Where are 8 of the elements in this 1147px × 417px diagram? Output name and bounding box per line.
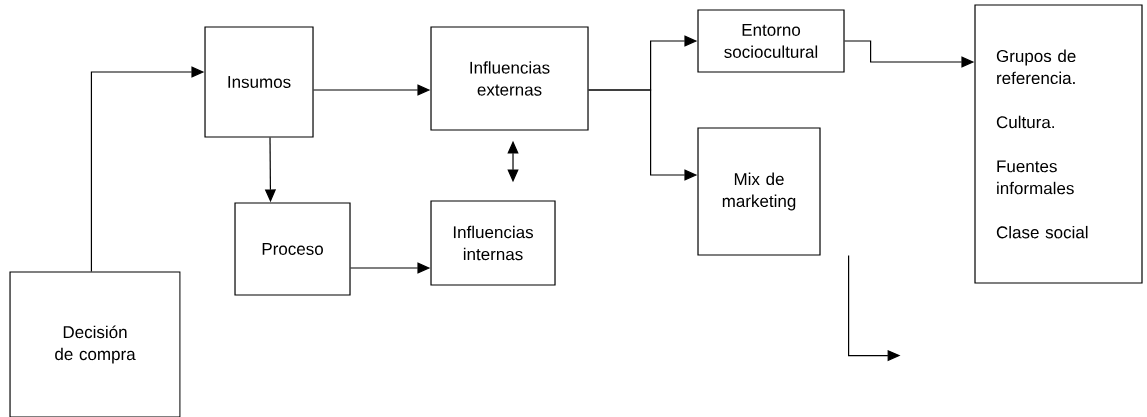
list-box: Grupos de referencia. Cultura. Fuentes informales Clase social: [974, 4, 1143, 284]
process-box: Influencias internas: [430, 200, 556, 286]
process-box: Entorno sociocultural: [697, 9, 845, 73]
process-box: Proceso: [234, 202, 351, 296]
process-box: Mix de marketing: [697, 127, 821, 256]
process-box: Influencias externas: [430, 26, 589, 131]
process-box: Insumos: [204, 26, 314, 138]
process-box: Decisión de compra: [9, 271, 181, 417]
